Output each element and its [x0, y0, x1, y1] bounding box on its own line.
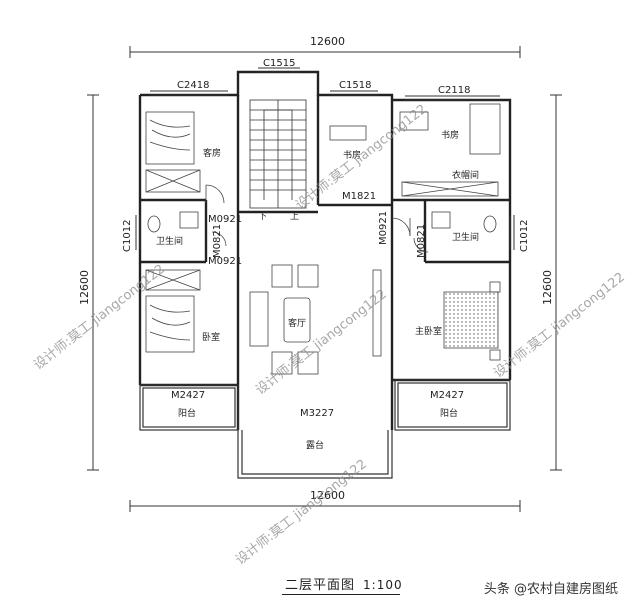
- watermark-left: 设计师:莫工 jiangcong122: [31, 262, 168, 373]
- window-code-study-left: C1518: [339, 80, 371, 91]
- title-text: 二层平面图: [285, 578, 356, 593]
- room-closet: 衣帽间: [452, 169, 479, 181]
- door-code-guest: M0921: [208, 214, 242, 225]
- window-code-study-right: C2118: [438, 85, 470, 96]
- watermark-center: 设计师:莫工 jiangcong122: [253, 287, 390, 398]
- staircase: [249, 99, 307, 209]
- dim-right: 12600: [541, 270, 554, 305]
- window-code-guest: C2418: [177, 80, 209, 91]
- title-scale: 1:100: [363, 578, 403, 592]
- balconies: [139, 379, 511, 479]
- dimension-lines: [87, 46, 562, 512]
- room-guest: 客房: [203, 147, 221, 159]
- door-code-terrace: M3227: [300, 408, 334, 419]
- stair-up-label: 上: [290, 211, 299, 222]
- furniture: [145, 103, 501, 375]
- door-code-study: M1821: [342, 191, 376, 202]
- room-study-left: 书房: [343, 149, 361, 161]
- room-study-right: 书房: [441, 129, 459, 141]
- room-terrace: 露台: [306, 439, 324, 451]
- source-credit: 头条 @农村自建房图纸: [483, 582, 618, 597]
- walls: [138, 70, 512, 430]
- dim-top: 12600: [310, 35, 345, 48]
- drawing-title: 二层平面图 1:100: [285, 574, 403, 593]
- door-code-balcony-right: M2427: [430, 390, 464, 401]
- door-swings: [205, 184, 429, 253]
- title-underline: [282, 594, 400, 595]
- windows: [135, 67, 515, 250]
- room-balcony-right: 阳台: [440, 407, 458, 419]
- door-code-bedroom-left: M0921: [208, 256, 242, 267]
- room-bath-left: 卫生间: [156, 235, 183, 247]
- door-code-balcony-left: M2427: [171, 390, 205, 401]
- door-code-bath-left: M0821: [212, 224, 223, 258]
- room-living: 客厅: [288, 317, 306, 329]
- window-code-stair: C1515: [263, 58, 295, 69]
- window-code-bath-left: C1012: [122, 220, 133, 252]
- watermark-right: 设计师:莫工 jiangcong122: [491, 270, 628, 381]
- room-bedroom: 卧室: [202, 331, 220, 343]
- room-balcony-left: 阳台: [178, 407, 196, 419]
- door-code-bath-right: M0821: [416, 224, 427, 258]
- door-code-master: M0921: [378, 211, 389, 245]
- room-master-bedroom: 主卧室: [415, 325, 442, 337]
- window-code-bath-right: C1012: [519, 220, 530, 252]
- dim-left: 12600: [78, 270, 91, 305]
- stair-down-label: 下: [258, 212, 267, 222]
- room-bath-right: 卫生间: [452, 231, 479, 243]
- dim-bottom: 12600: [310, 489, 345, 502]
